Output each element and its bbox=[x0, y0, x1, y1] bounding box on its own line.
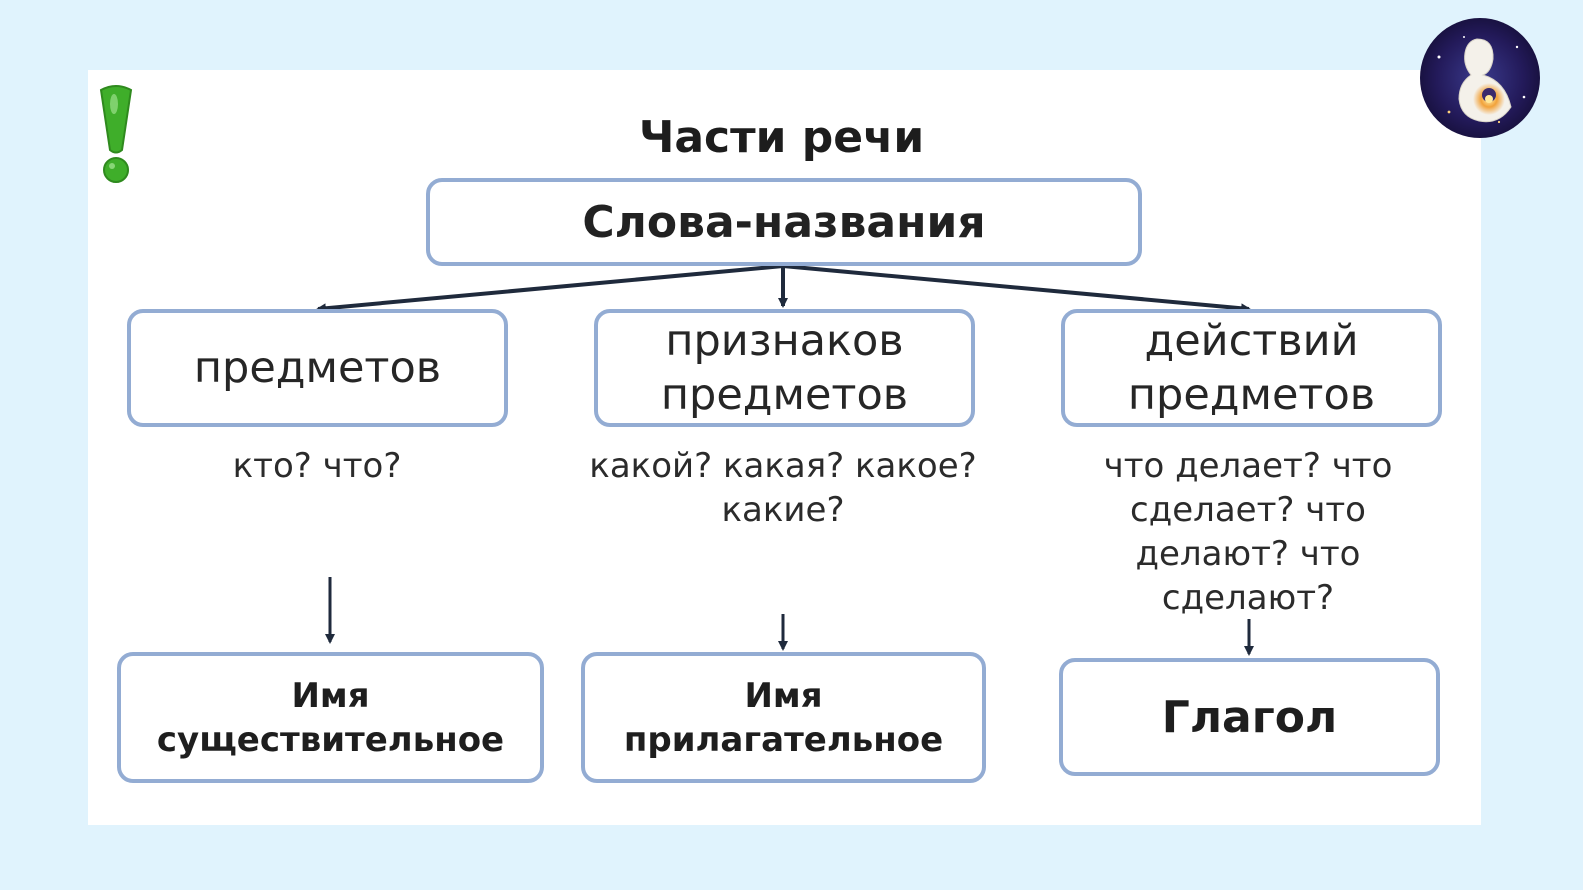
root-label: Слова-названия bbox=[582, 196, 986, 248]
part-of-speech-label: существительное bbox=[156, 719, 505, 760]
question: что делает? bbox=[1103, 446, 1321, 486]
question: какая? bbox=[722, 446, 845, 486]
question: какое? bbox=[855, 446, 977, 486]
exclamation-icon bbox=[99, 85, 133, 183]
question: что? bbox=[322, 446, 402, 486]
category-label: предметов bbox=[193, 343, 442, 393]
part-of-speech-label: Имя bbox=[744, 675, 823, 716]
question: что сделают? bbox=[1161, 534, 1361, 618]
category-label: действий bbox=[1144, 316, 1359, 366]
root-box: Слова-названия bbox=[426, 178, 1142, 266]
mother-child-avatar-icon bbox=[1420, 18, 1540, 138]
questions-features: какой? какая? какое? какие? bbox=[583, 444, 983, 532]
adjective-box: Имя прилагательное bbox=[581, 652, 986, 783]
category-box-objects: предметов bbox=[127, 309, 508, 427]
noun-box: Имя существительное bbox=[117, 652, 544, 783]
category-label: предметов bbox=[1127, 370, 1376, 420]
question: кто? bbox=[232, 446, 312, 486]
part-of-speech-label: прилагательное bbox=[623, 719, 944, 760]
question: какой? bbox=[589, 446, 713, 486]
questions-objects: кто? что? bbox=[117, 444, 517, 488]
arrow-root-to-objects bbox=[316, 264, 784, 314]
question: что сделает? bbox=[1130, 446, 1393, 530]
question: какие? bbox=[721, 490, 845, 530]
category-box-actions: действий предметов bbox=[1061, 309, 1442, 427]
category-label: предметов bbox=[660, 370, 909, 420]
arrow-root-to-actions bbox=[782, 264, 1251, 314]
part-of-speech-label: Имя bbox=[291, 675, 370, 716]
category-label: признаков bbox=[665, 316, 904, 366]
verb-box: Глагол bbox=[1059, 658, 1440, 776]
part-of-speech-label: Глагол bbox=[1161, 691, 1338, 743]
category-box-features: признаков предметов bbox=[594, 309, 975, 427]
questions-actions: что делает? что сделает? что делают? что… bbox=[1048, 444, 1448, 620]
question: что делают? bbox=[1135, 490, 1366, 574]
page-title: Части речи bbox=[638, 112, 925, 163]
